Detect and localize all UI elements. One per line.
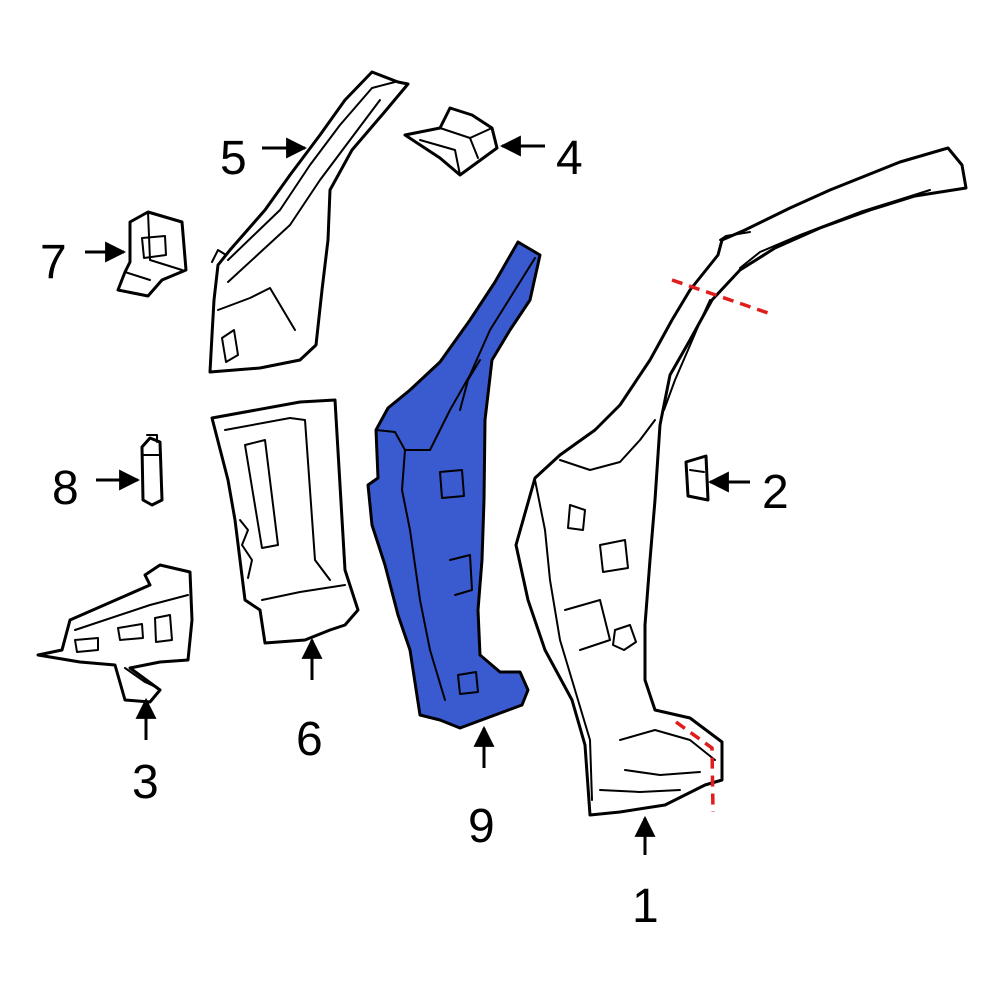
part-7-bracket[interactable] [116,210,188,298]
callout-9-label: 9 [468,800,495,853]
callout-4-label: 4 [556,132,583,185]
callout-6-label: 6 [296,713,323,766]
part-1-pillar[interactable] [514,146,968,817]
part-8-pin[interactable] [140,434,164,507]
callout-5-label: 5 [220,132,247,185]
callout-1-label: 1 [632,880,659,933]
part-2-clip[interactable] [684,454,710,502]
part-4-bracket[interactable] [403,106,499,177]
callout-3-label: 3 [132,756,159,809]
callout-2-label: 2 [762,466,789,519]
part-3-floor-bracket[interactable] [36,563,194,704]
part-9-reinforcement[interactable] [366,240,542,730]
part-5-upper-pillar[interactable] [208,70,410,374]
callout-7-label: 7 [40,236,67,289]
part-6-lower-pillar[interactable] [210,398,360,645]
cut-line-lower [674,720,715,813]
callout-8-label: 8 [52,462,79,515]
